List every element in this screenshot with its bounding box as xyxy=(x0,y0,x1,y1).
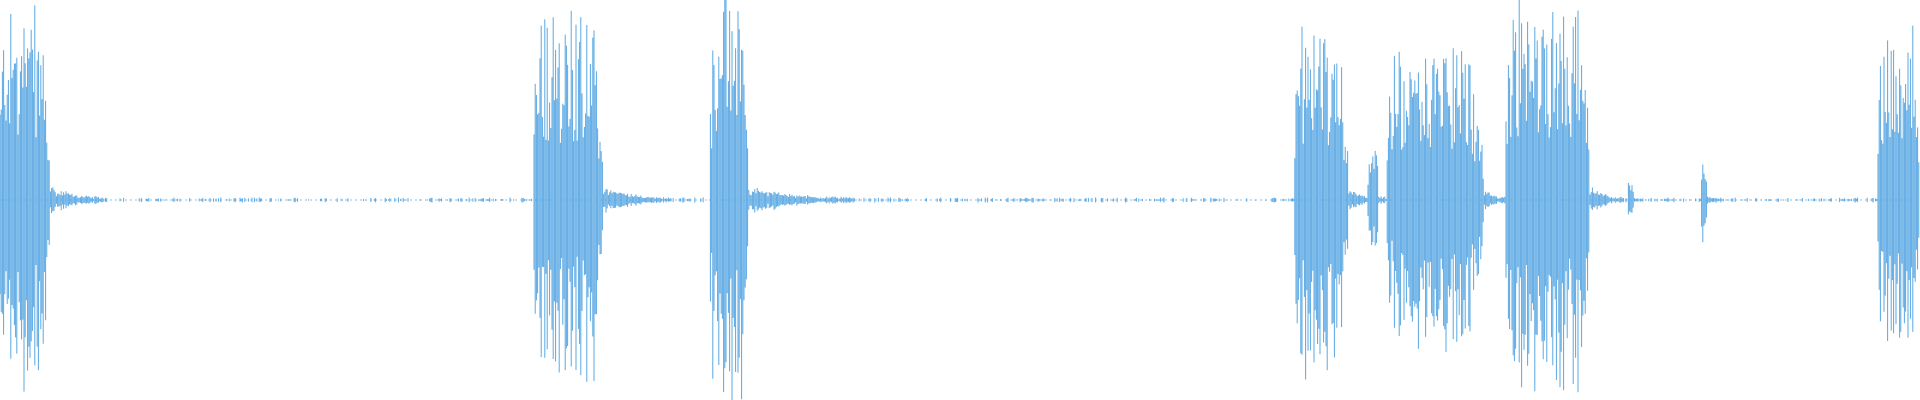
waveform-view xyxy=(0,0,1920,400)
waveform-samples xyxy=(0,0,1920,400)
audio-waveform xyxy=(0,0,1920,400)
